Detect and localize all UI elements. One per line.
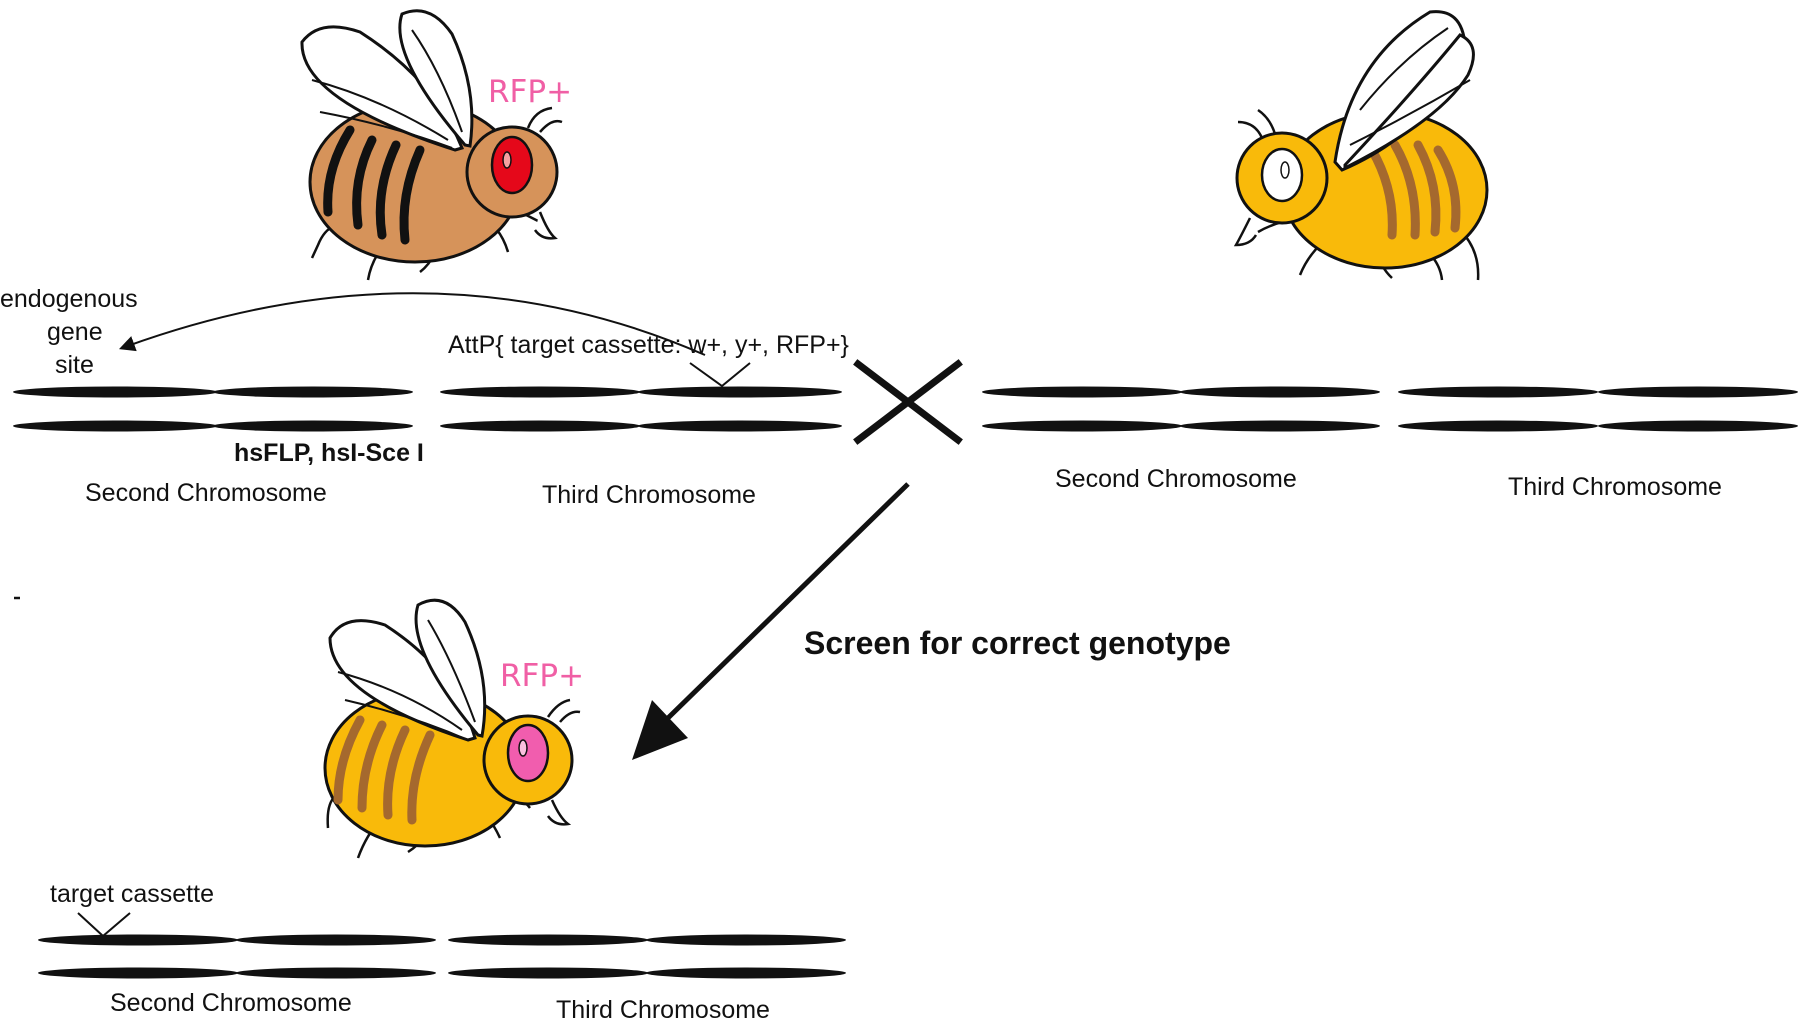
red-eye bbox=[490, 135, 534, 195]
rfp-label-left: RFP+ bbox=[488, 74, 572, 110]
second-chromosome-label-right: Second Chromosome bbox=[1055, 465, 1297, 493]
chromosome-pair-second-left bbox=[13, 386, 413, 432]
transgene-label: hsFLP, hsI-Sce I bbox=[234, 439, 424, 467]
chromosome-pair-third-left bbox=[440, 386, 842, 432]
screen-label: Screen for correct genotype bbox=[804, 625, 1231, 661]
target-cassette-label: target cassette bbox=[50, 880, 214, 908]
chromosome-pair-second-offspring bbox=[38, 934, 436, 979]
chromosome-pair-third-offspring bbox=[448, 934, 846, 979]
progeny-arrow-icon bbox=[632, 482, 910, 760]
rfp-label-offspring: RFP+ bbox=[500, 658, 584, 694]
attp-insertion-mark bbox=[689, 362, 751, 388]
chromosome-pair-second-right bbox=[982, 386, 1380, 432]
endogenous-label-line2: gene bbox=[47, 318, 103, 346]
parent-fly-brown-icon bbox=[300, 9, 563, 281]
second-chromosome-label-left: Second Chromosome bbox=[85, 479, 327, 507]
endogenous-arrow-icon bbox=[118, 292, 706, 356]
endogenous-label-line1: endogenous bbox=[0, 285, 138, 313]
second-chromosome-label-offspring: Second Chromosome bbox=[110, 989, 352, 1017]
offspring-fly-yellow-icon bbox=[323, 598, 581, 859]
parent-fly-yellow-icon bbox=[1233, 10, 1489, 281]
third-chromosome-label-left: Third Chromosome bbox=[542, 481, 756, 509]
cross-icon bbox=[853, 359, 963, 445]
chromosome-pair-third-right bbox=[1398, 386, 1798, 432]
pink-eye bbox=[506, 723, 550, 783]
third-chromosome-label-right: Third Chromosome bbox=[1508, 473, 1722, 501]
target-cassette-mark bbox=[77, 912, 131, 938]
endogenous-label-line3: site bbox=[55, 351, 94, 379]
attp-label: AttP{ target cassette: w+, y+, RFP+} bbox=[448, 331, 849, 359]
third-chromosome-label-offspring: Third Chromosome bbox=[556, 996, 770, 1021]
